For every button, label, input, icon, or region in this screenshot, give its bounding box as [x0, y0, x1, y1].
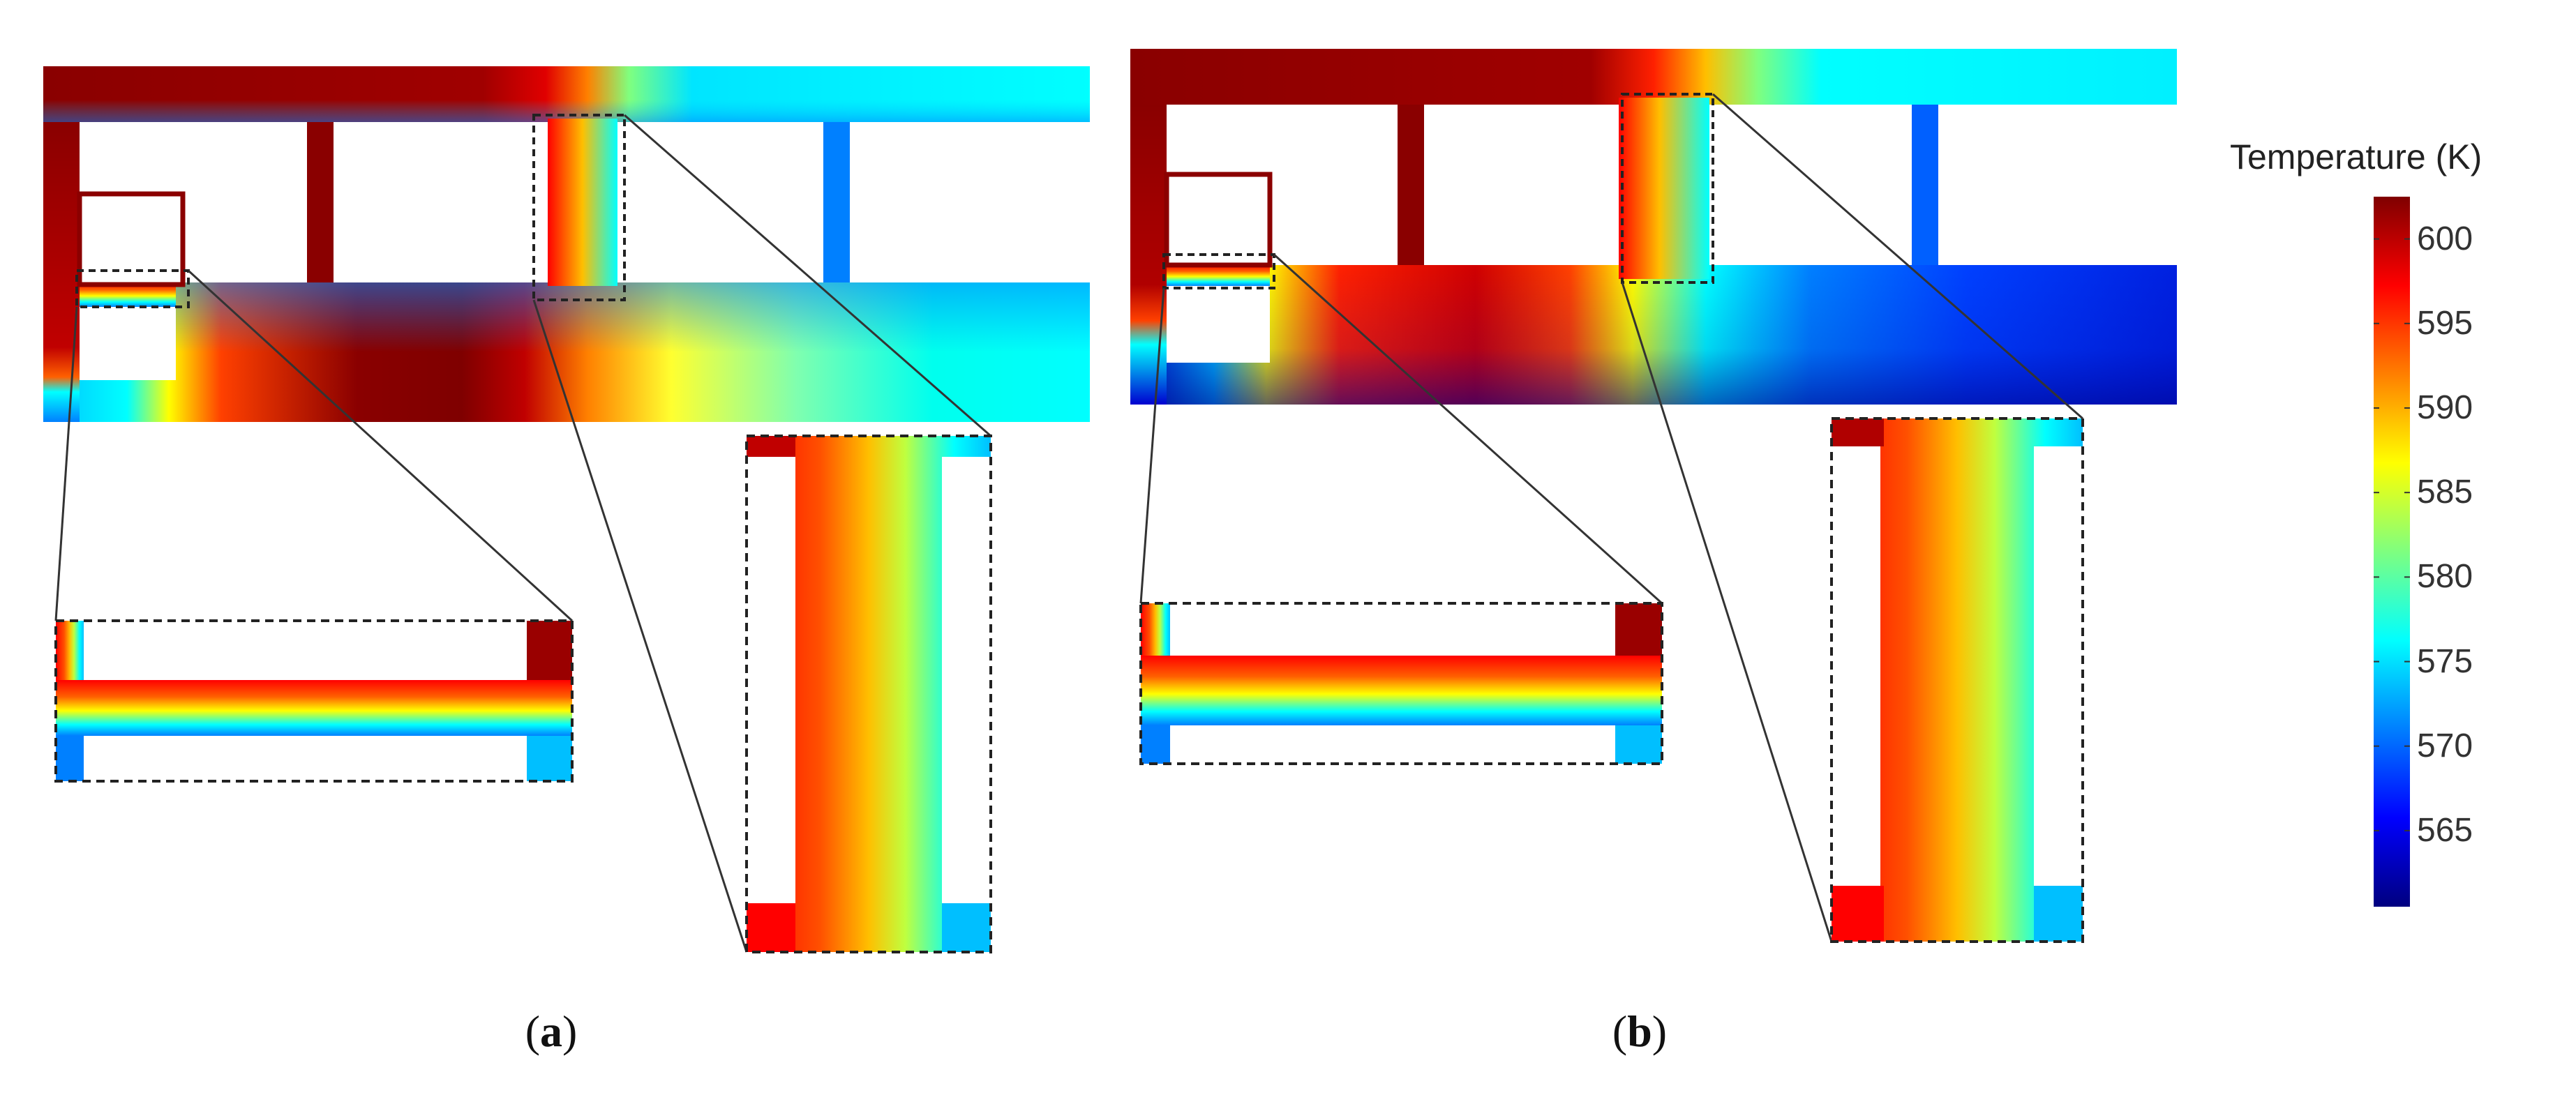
- colorbar-tick-label: 600: [2417, 220, 2473, 257]
- panel-b-inset-horizontal: [1139, 602, 1663, 765]
- panel-a-connector: [532, 299, 748, 953]
- panel-b-highlight-box: [1164, 172, 1273, 268]
- colorbar-title: Temperature (K): [2230, 137, 2483, 176]
- panel-a-inset-vertical: [745, 435, 992, 953]
- colorbar-tick-label: 595: [2417, 304, 2473, 342]
- colorbar: [2374, 197, 2410, 907]
- panel-b: (b): [1130, 49, 2177, 1056]
- panel-a-cavity: [80, 307, 176, 380]
- panel-b-connector: [1273, 253, 1663, 605]
- panel-b-connector: [1139, 287, 1165, 604]
- panel-b-top-channel: [1130, 49, 2177, 105]
- panel-a-left-wall: [43, 122, 80, 422]
- panel-a-connector: [54, 306, 78, 621]
- panel-a-highlight-box: [77, 191, 186, 287]
- panel-a-label: (a): [525, 1006, 578, 1056]
- panel-b-post-4: [1912, 105, 1938, 265]
- panel-b-inset-vertical: [1830, 417, 2084, 943]
- panel-a-zoom-frame-1: [75, 269, 190, 308]
- panel-b-cavity: [1167, 286, 1270, 363]
- panel-a-connector: [187, 269, 574, 622]
- colorbar-tick-label: 570: [2417, 727, 2473, 764]
- colorbar-gradient: [2374, 197, 2410, 907]
- panel-b-post-3: [1619, 98, 1709, 279]
- panel-b-left-wall: [1130, 105, 1167, 405]
- colorbar-tick-label: 575: [2417, 642, 2473, 680]
- colorbar-tick-label: 590: [2417, 388, 2473, 426]
- panel-a-post-3: [548, 119, 617, 286]
- panel-a-connector: [624, 114, 991, 437]
- colorbar-tick-label: 580: [2417, 558, 2473, 596]
- panel-b-label: (b): [1612, 1006, 1667, 1056]
- panel-b-connector: [1621, 282, 1833, 942]
- panel-b-zoom-frame-2: [1621, 93, 1714, 284]
- panel-a-post-1: [307, 122, 334, 282]
- panel-a-inset-horizontal: [54, 619, 574, 783]
- colorbar-tick-label: 565: [2417, 811, 2473, 849]
- panel-a-zoom-frame-2: [532, 114, 626, 301]
- panel-a: (a): [43, 66, 1090, 1056]
- panel-b-post-1: [1398, 105, 1424, 265]
- panel-a-post-4: [823, 122, 850, 282]
- colorbar-ticks: [2374, 238, 2410, 831]
- colorbar-tick-label: 585: [2417, 474, 2473, 511]
- panel-b-connector: [1712, 93, 2083, 420]
